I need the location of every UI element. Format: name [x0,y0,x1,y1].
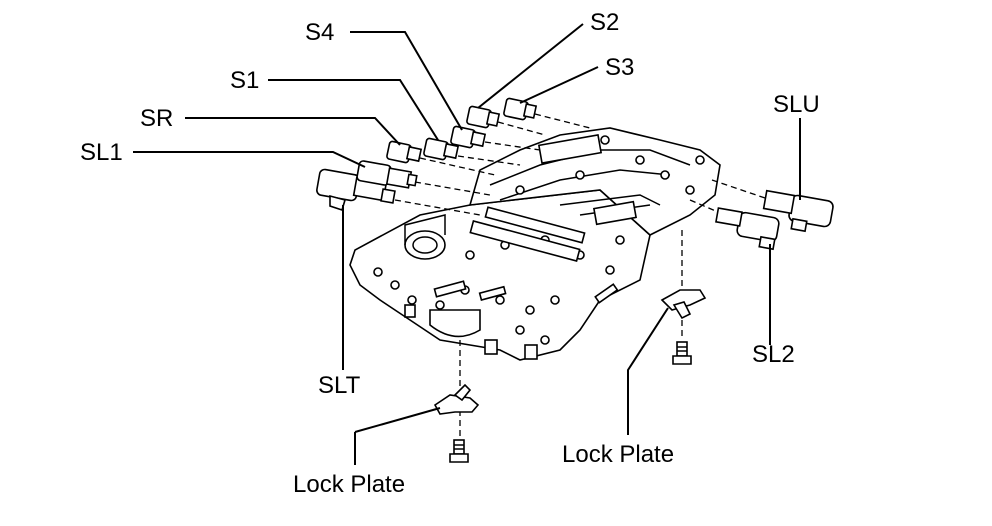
label-s1: S1 [230,67,259,94]
sl1-solenoid [356,160,418,189]
sr-leader [185,117,401,146]
bolt-right [672,341,692,365]
sr-solenoid [386,140,423,164]
s2-leader [477,23,584,109]
label-sl2: SL2 [752,341,795,368]
bolt-left [449,439,469,463]
lock-plate-right [660,289,707,320]
sl1-leader [133,151,366,168]
lock-plate-right-leader [627,307,669,435]
s4-leader [350,31,463,131]
label-slu: SLU [773,91,820,118]
label-s4: S4 [305,19,334,46]
label-s2: S2 [590,9,619,36]
slu-solenoid [762,189,834,233]
s1-solenoid [423,137,460,161]
label-s3: S3 [605,54,634,81]
label-lock-plate-right: Lock Plate [562,441,674,468]
label-lock-plate-left: Lock Plate [293,471,405,498]
leader-lines [133,23,801,465]
label-sl1: SL1 [80,139,123,166]
s1-leader [268,79,439,141]
s2-solenoid [466,105,501,129]
assembly-lines [394,113,766,440]
s3-solenoid [503,97,538,121]
s3-leader [519,66,599,104]
lock-plate-left-leader [354,407,441,465]
s4-solenoid [450,125,487,149]
lock-plate-left [433,383,480,415]
label-sr: SR [140,105,173,132]
valve-body [349,127,721,361]
label-slt: SLT [318,372,361,399]
sl2-solenoid [715,207,780,251]
